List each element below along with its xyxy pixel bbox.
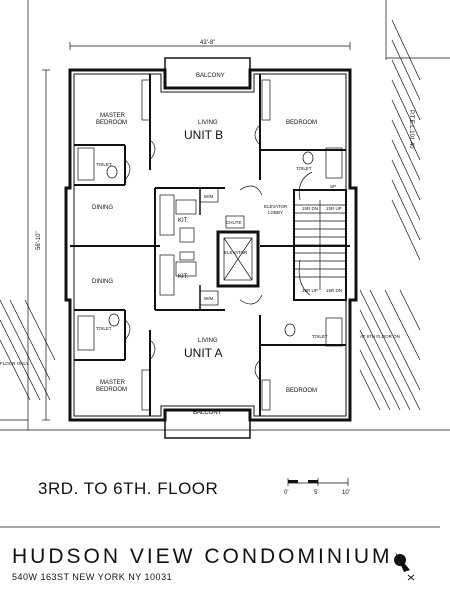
stair <box>293 171 347 301</box>
elevator-label: ELEVATOR <box>224 250 248 255</box>
kitchens <box>159 187 219 306</box>
side-dimension <box>42 69 50 421</box>
unit-b-bedroom: BEDROOM <box>286 120 317 126</box>
unit-b-toilet: TOILET <box>96 162 112 167</box>
elevator-lobby-label: ELEVATOR LOBBY <box>264 204 289 215</box>
unit-b-balcony: BALCONY <box>196 73 225 79</box>
elevator-lobby-line-2: LOBBY <box>268 210 283 215</box>
project-address: 540W 163ST NEW YORK NY 10031 <box>12 572 173 582</box>
stair-dn-label: 15R DN <box>302 206 318 211</box>
side-dimension-label: 56'-10" <box>36 231 42 250</box>
right-hatch <box>359 19 421 411</box>
unit-a-living: LIVING <box>198 338 218 344</box>
unit-a-balcony: BALCONY <box>193 410 222 416</box>
elevator-lobby-line-1: ELEVATOR <box>264 204 288 209</box>
unit-b-master-bedroom: MASTER BEDROOM <box>96 113 127 126</box>
top-dimension <box>69 42 351 50</box>
sp-label: SP <box>330 184 336 189</box>
unit-a-bedroom: BEDROOM <box>286 388 317 394</box>
floor-title: 3RD. TO 6TH. FLOOR <box>38 479 219 498</box>
left-note: FLOOR ONLY <box>0 361 29 366</box>
unit-a-master-label-2: BEDROOM <box>96 387 127 393</box>
chute-label: CHUTE <box>226 220 242 225</box>
scale-5: 5' <box>314 490 318 496</box>
project-title: HUDSON VIEW CONDOMINIUM <box>12 545 393 568</box>
left-hatch <box>0 299 56 401</box>
unit-b-partitions <box>74 74 346 246</box>
unit-a-toilet: TOILET <box>96 326 112 331</box>
property-line-note: P.T.E.L.101.40 <box>408 110 414 149</box>
unit-b-living: LIVING <box>198 120 218 126</box>
wm-label-a: W/M <box>204 296 213 301</box>
scale-bar <box>287 478 349 486</box>
scale-0: 0' <box>284 490 288 496</box>
north-arrow-icon <box>394 552 415 581</box>
unit-b-master-label-1: MASTER <box>100 113 126 119</box>
unit-a-kitchen: KIT. <box>178 274 189 280</box>
unit-b-dining: DINING <box>92 205 113 211</box>
unit-b-name: UNIT B <box>184 128 223 142</box>
stair-dn-label-2: 15R DN <box>326 288 342 293</box>
right-note: AT 6TH FLOOR ON <box>360 334 400 339</box>
site-lines <box>0 0 450 528</box>
overall-dimension: 43'-8" <box>200 40 215 46</box>
unit-b-kitchen: KIT. <box>178 218 189 224</box>
stair-up-label-2: 15R UP <box>302 288 318 293</box>
wm-label-b: W/M <box>204 194 213 199</box>
unit-a-toilet-2: TOILET <box>312 334 328 339</box>
elevator-core <box>216 215 260 288</box>
unit-a-master-label-1: MASTER <box>100 380 126 386</box>
scale-10: 10' <box>342 490 350 496</box>
stair-up-label: 15R UP <box>326 206 342 211</box>
fixtures <box>77 79 343 411</box>
unit-a-master-bedroom: MASTER BEDROOM <box>96 380 127 393</box>
door-swings <box>124 124 263 381</box>
unit-a-name: UNIT A <box>184 346 222 360</box>
balconies <box>164 57 251 439</box>
unit-b-master-label-2: BEDROOM <box>96 120 127 126</box>
unit-a-dining: DINING <box>92 279 113 285</box>
unit-b-toilet-2: TOILET <box>296 166 312 171</box>
